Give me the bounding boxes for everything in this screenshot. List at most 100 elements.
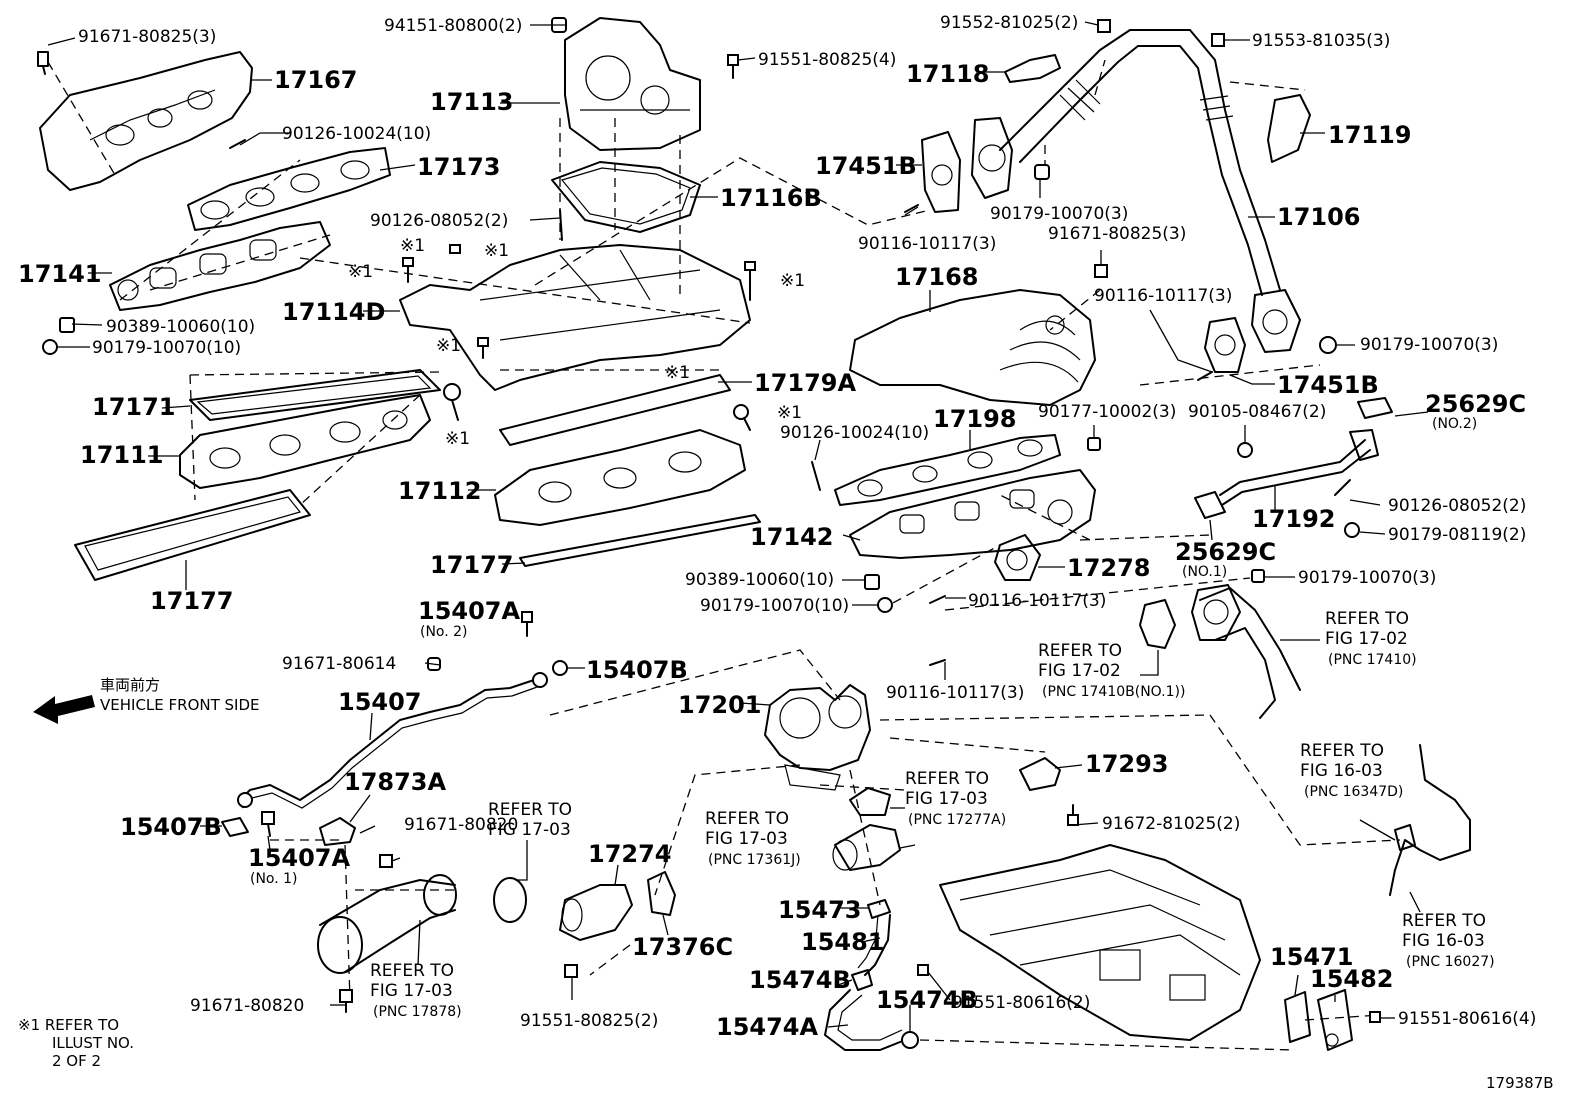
sub-25629C-no2: (NO.2): [1432, 416, 1477, 432]
egr-pipe-17106: [999, 29, 1281, 296]
direction-en: VEHICLE FRONT SIDE: [100, 696, 260, 714]
label-91551-80825-b: 91551-80825(2): [520, 1011, 658, 1031]
label-15407A-bottom: 15407A: [248, 844, 350, 872]
nut-90179-lower: [877, 597, 893, 613]
gasket-15473: [867, 899, 891, 919]
label-17173: 17173: [417, 153, 501, 181]
refer-16027-line2: FIG 16-03: [1402, 931, 1485, 951]
label-91672-81025: 91672-81025(2): [1102, 814, 1240, 834]
label-15471: 15471: [1270, 943, 1354, 971]
label-17192: 17192: [1252, 505, 1336, 533]
label-91551-80616-a: 91551-80616(2): [952, 993, 1090, 1013]
gasket-25629c-no1: [1194, 491, 1226, 519]
exhaust-pipe-ref: [1191, 584, 1301, 719]
refer-17878-line3: (PNC 17878): [373, 1004, 462, 1020]
direction-jp: 車両前方: [100, 676, 160, 694]
gasket-25629c-no2: [1357, 397, 1393, 419]
label-91551-80825-a: 91551-80825(4): [758, 50, 896, 70]
label-91553-81035: 91553-81035(3): [1252, 31, 1390, 51]
pipe-17192: [1219, 429, 1379, 506]
gasket-17277a: [849, 787, 891, 816]
gasket-15407b-top: [552, 660, 568, 676]
label-91552-81025: 91552-81025(2): [940, 13, 1078, 33]
bolt-91672: [1067, 804, 1079, 826]
refer-17410-line1: REFER TO: [1325, 609, 1409, 629]
label-90116-10117-b: 90116-10117(3): [1094, 286, 1232, 306]
refer-17410-line3: (PNC 17410): [1328, 652, 1417, 668]
label-17274: 17274: [588, 840, 672, 868]
label-90179-10070-c: 90179-10070(3): [1360, 335, 1498, 355]
label-17112: 17112: [398, 477, 482, 505]
mark-x1-b: ※1: [348, 262, 373, 282]
intake-manifold-17112: [494, 429, 746, 526]
sub-labels: (NO.2) (NO.1) (No. 2) (No. 1): [250, 416, 1477, 887]
part-drawings: [33, 17, 1471, 1051]
label-17451B-lower: 17451B: [1277, 371, 1379, 399]
label-17111: 17111: [80, 441, 164, 469]
label-15407A-top: 15407A: [418, 597, 520, 625]
oil-pipe-15407: [237, 672, 548, 809]
refer-clamp-line2: FIG 17-03: [488, 820, 571, 840]
refer-17878-line2: FIG 17-03: [370, 981, 453, 1001]
label-15407: 15407: [338, 688, 422, 716]
front-direction-arrow: [33, 695, 95, 724]
label-17171: 17171: [92, 393, 176, 421]
bracket-17873a: [319, 817, 356, 846]
refer-17361j-line3: (PNC 17361J): [708, 852, 801, 868]
bracket-17293: [1019, 757, 1061, 791]
figure-id: 179387B: [1486, 1074, 1554, 1092]
label-90116-10117-a: 90116-10117(3): [858, 234, 996, 254]
mark-x1-h: ※1: [400, 236, 425, 256]
label-15481: 15481: [801, 928, 885, 956]
intake-manifold-17114d: [399, 244, 751, 391]
direction-note: 車両前方 VEHICLE FRONT SIDE: [100, 676, 260, 714]
hose-15474a: [824, 989, 906, 1051]
refer-17361j-line2: FIG 17-03: [705, 829, 788, 849]
refer-17277a-line3: (PNC 17277A): [908, 812, 1006, 828]
label-17451B-upper: 17451B: [815, 152, 917, 180]
label-91671-80820-b: 91671-80820: [190, 996, 304, 1016]
mark-x1-c: ※1: [780, 271, 805, 291]
refer-17878-line1: REFER TO: [370, 961, 454, 981]
sub-15407A-bottom: (No. 1): [250, 871, 298, 887]
hardware-labels: 91671-80825(3) 90126-10024(10) 90389-100…: [78, 13, 1536, 1031]
label-90126-10024-b: 90126-10024(10): [780, 423, 929, 443]
bolt-91552: [1097, 19, 1111, 33]
nut-90179-upper: [1034, 164, 1050, 180]
label-90177-10002: 90177-10002(3): [1038, 402, 1176, 422]
bolt-x1-e: [443, 383, 461, 421]
bolt-x1-d: [449, 244, 461, 254]
oil-level-gauge: [1389, 744, 1471, 896]
refer-17410-line2: FIG 17-02: [1325, 629, 1408, 649]
bolt-91551-80616-a: [917, 964, 929, 976]
label-90179-10070-a: 90179-10070(10): [92, 338, 241, 358]
refer-16347d-line2: FIG 16-03: [1300, 761, 1383, 781]
label-90126-08052-b: 90126-08052(2): [1388, 496, 1526, 516]
label-17167: 17167: [274, 66, 358, 94]
label-17113: 17113: [430, 88, 514, 116]
gasket-17410b: [1139, 599, 1176, 649]
bolt-91551-80825: [564, 964, 578, 978]
elbow-17361j: [834, 824, 901, 871]
bolt-top-left: [37, 51, 49, 75]
reference-marks: ※1 ※1 ※1 ※1 ※1 ※1 ※1 ※1: [348, 236, 805, 449]
stud-left: [229, 139, 246, 149]
label-94151-80800: 94151-80800(2): [384, 16, 522, 36]
label-17141: 17141: [18, 260, 102, 288]
label-17168: 17168: [895, 263, 979, 291]
label-91671-80614: 91671-80614: [282, 654, 396, 674]
label-17376C: 17376C: [632, 933, 733, 961]
refer-17277a-line1: REFER TO: [905, 769, 989, 789]
flange-17106-upper: [971, 117, 1013, 199]
exhaust-manifold-gasket-left: [187, 147, 391, 231]
label-15474A: 15474A: [716, 1013, 818, 1041]
bolt-15407a-bottom: [261, 811, 275, 837]
refer-17361j-line1: REFER TO: [705, 809, 789, 829]
turbocharger-17201: [764, 684, 871, 791]
clamp-ring: [493, 877, 527, 923]
label-15474B-b: 15474B: [876, 986, 978, 1014]
refer-clamp-line1: REFER TO: [488, 800, 572, 820]
refer-16347d-line3: (PNC 16347D): [1304, 784, 1403, 800]
bolt-x1-a: [402, 257, 414, 283]
